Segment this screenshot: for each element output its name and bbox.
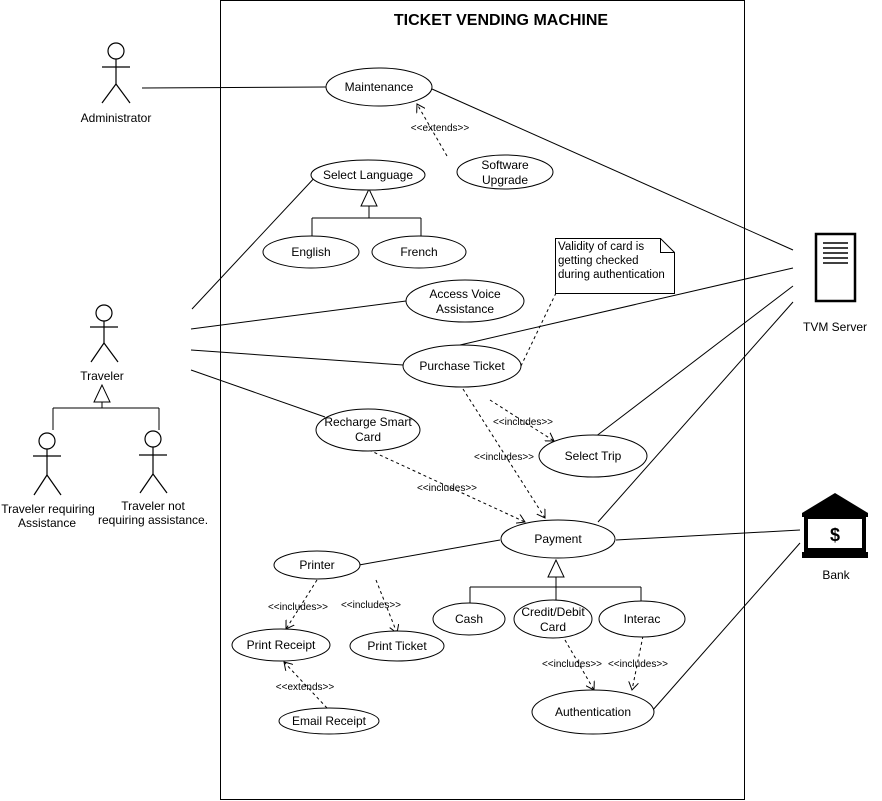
svg-text:English: English xyxy=(291,245,330,259)
includes-label: <<includes>> xyxy=(417,483,477,494)
actor-traveler-not-requiring-assistance[interactable]: Traveler not requiring assistance. xyxy=(98,430,208,527)
use-case-credit-debit-card[interactable]: Credit/Debit Card xyxy=(513,599,593,639)
svg-text:Assistance: Assistance xyxy=(436,302,494,316)
svg-text:Card: Card xyxy=(355,430,381,444)
generalization-language xyxy=(311,187,422,236)
system-title: TICKET VENDING MACHINE xyxy=(394,12,609,29)
use-case-maintenance[interactable]: Maintenance xyxy=(325,67,433,107)
actor-administrator[interactable]: Administrator xyxy=(81,42,152,125)
svg-text:Software: Software xyxy=(481,158,529,172)
includes-label: <<includes>> xyxy=(268,602,328,613)
svg-text:Printer: Printer xyxy=(299,558,334,572)
use-case-interac[interactable]: Interac xyxy=(598,600,686,638)
svg-text:French: French xyxy=(400,245,437,259)
includes-label: <<includes>> xyxy=(341,600,401,611)
stereotype-labels: <<extends>> <<includes>> <<includes>> <<… xyxy=(268,123,668,693)
svg-text:Recharge Smart: Recharge Smart xyxy=(324,415,412,429)
associations xyxy=(141,86,801,712)
use-case-printer[interactable]: Printer xyxy=(273,550,361,580)
actor-traveler[interactable]: Traveler xyxy=(80,304,124,383)
svg-text:Maintenance: Maintenance xyxy=(345,80,414,94)
actor-label: Traveler not xyxy=(121,499,185,513)
bank-icon: $ xyxy=(802,493,868,558)
actor-bank[interactable]: $ Bank xyxy=(802,493,868,582)
svg-text:during authentication: during authentication xyxy=(558,269,665,281)
use-case-print-receipt[interactable]: Print Receipt xyxy=(231,628,331,662)
generalization-traveler xyxy=(52,383,160,430)
svg-text:Interac: Interac xyxy=(624,612,661,626)
use-case-software-upgrade[interactable]: Software Upgrade xyxy=(456,154,554,190)
svg-text:Card: Card xyxy=(540,620,566,634)
use-case-french[interactable]: French xyxy=(371,235,467,269)
svg-text:Cash: Cash xyxy=(455,612,483,626)
server-icon xyxy=(814,232,857,303)
svg-text:Print Ticket: Print Ticket xyxy=(367,639,427,653)
use-case-purchase-ticket[interactable]: Purchase Ticket xyxy=(402,344,522,388)
actor-label: TVM Server xyxy=(803,320,867,334)
actor-label: requiring assistance. xyxy=(98,513,208,527)
includes-label: <<includes>> xyxy=(474,452,534,463)
actor-label: Traveler requiring xyxy=(1,502,95,516)
includes-label: <<includes>> xyxy=(542,659,602,670)
svg-text:Payment: Payment xyxy=(534,532,582,546)
svg-text:Select Trip: Select Trip xyxy=(565,449,622,463)
use-case-access-voice-assistance[interactable]: Access Voice Assistance xyxy=(405,279,525,323)
actor-tvm-server[interactable]: TVM Server xyxy=(803,232,867,334)
svg-text:Authentication: Authentication xyxy=(555,705,631,719)
extends-label: <<extends>> xyxy=(276,682,335,693)
svg-text:Validity of card is: Validity of card is xyxy=(558,241,644,253)
svg-text:Access Voice: Access Voice xyxy=(429,287,501,301)
use-case-recharge-smart-card[interactable]: Recharge Smart Card xyxy=(315,408,421,452)
use-case-print-ticket[interactable]: Print Ticket xyxy=(349,630,445,662)
use-case-payment[interactable]: Payment xyxy=(500,519,616,559)
actor-traveler-requiring-assistance[interactable]: Traveler requiring Assistance xyxy=(1,432,95,530)
includes-label: <<includes>> xyxy=(608,659,668,670)
use-case-select-language[interactable]: Select Language xyxy=(310,159,426,191)
actor-label: Traveler xyxy=(80,369,124,383)
svg-text:Print Receipt: Print Receipt xyxy=(247,638,316,652)
svg-text:Purchase Ticket: Purchase Ticket xyxy=(419,359,505,373)
includes-label: <<includes>> xyxy=(493,417,553,428)
actor-label: Assistance xyxy=(18,516,76,530)
extends-label: <<extends>> xyxy=(411,123,470,134)
svg-text:Select Language: Select Language xyxy=(323,168,413,182)
dollar-symbol: $ xyxy=(830,525,840,545)
actor-label: Bank xyxy=(822,568,850,582)
svg-text:Credit/Debit: Credit/Debit xyxy=(521,605,585,619)
svg-text:Email Receipt: Email Receipt xyxy=(292,714,367,728)
svg-text:getting checked: getting checked xyxy=(558,255,639,267)
use-case-select-trip[interactable]: Select Trip xyxy=(538,434,648,478)
actor-label: Administrator xyxy=(81,111,152,125)
use-case-english[interactable]: English xyxy=(262,235,360,269)
use-case-cash[interactable]: Cash xyxy=(432,602,506,636)
use-case-email-receipt[interactable]: Email Receipt xyxy=(278,707,380,735)
use-case-authentication[interactable]: Authentication xyxy=(531,689,655,735)
generalization-payment xyxy=(469,558,642,604)
svg-text:Upgrade: Upgrade xyxy=(482,173,528,187)
note-card-validity: Validity of card is getting checked duri… xyxy=(555,238,675,294)
system-boundary xyxy=(220,0,745,800)
dependencies xyxy=(284,104,644,709)
